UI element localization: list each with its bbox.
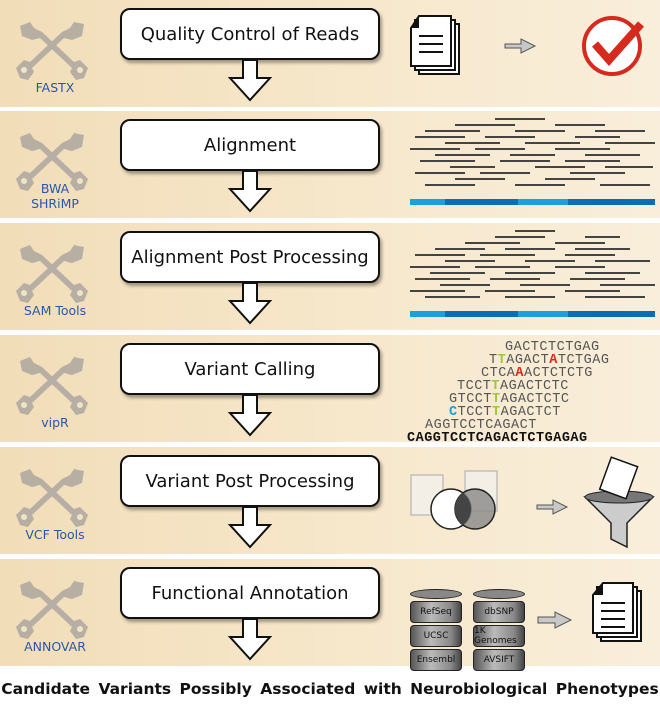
step-box: Functional Annotation: [120, 567, 380, 619]
tool-name: vipR: [41, 415, 69, 430]
reference-bar: [410, 199, 445, 205]
step-illustration: [405, 0, 660, 107]
tool-label: vipR: [0, 415, 110, 430]
right-arrow-icon: [504, 38, 537, 54]
wrench-icon: [12, 349, 92, 419]
document-stack-icon: [410, 15, 460, 75]
down-arrow-icon: [220, 282, 280, 325]
down-arrow-icon: [220, 59, 280, 102]
right-arrow-icon: [537, 611, 573, 629]
tool-label: SAM Tools: [0, 303, 110, 318]
result-caption: Candidate Variants Possibly Associated w…: [1, 679, 659, 698]
step-illustration: [405, 111, 660, 218]
step-box: Alignment: [120, 119, 380, 171]
step-box: Variant Post Processing: [120, 455, 380, 507]
aligned-read: CTCAAACTCTCTG: [481, 366, 593, 381]
aligned-read: TTAGACTATCTGAG: [489, 353, 610, 368]
database-name: dbSNP: [473, 601, 525, 623]
aligned-read: TCCTTAGACTCTC: [457, 379, 569, 394]
tool-name: SAM Tools: [23, 303, 87, 318]
database-name: 1K Genomes: [473, 625, 525, 647]
aligned-read: GTCCTTAGACTCTC: [449, 392, 570, 407]
wrench-icon: [12, 125, 92, 195]
pipeline-step-3: SAM Tools Alignment Post Processing: [0, 223, 660, 330]
tool-name: ANNOVAR: [24, 639, 86, 654]
wrench-icon: [12, 461, 92, 531]
venn-diagram-icon: [410, 470, 498, 530]
tool-name: SHRiMP: [31, 196, 79, 211]
filter-funnel-icon: [583, 456, 655, 549]
down-arrow-icon: [220, 618, 280, 661]
aligned-read: GACTCTCTGAG: [505, 340, 600, 355]
step-box: Alignment Post Processing: [120, 231, 380, 283]
right-arrow-icon: [536, 499, 569, 515]
down-arrow-icon: [220, 394, 280, 437]
tool-label: VCF Tools: [0, 527, 110, 542]
reference-sequence: CAGGTCCTCAGACTCTGAGAG: [407, 431, 588, 446]
step-box: Variant Calling: [120, 343, 380, 395]
wrench-icon: [12, 237, 92, 307]
wrench-icon: [12, 14, 92, 84]
tool-name: FASTX: [35, 80, 75, 95]
database-name: UCSC: [410, 625, 462, 647]
down-arrow-icon: [220, 506, 280, 549]
tool-name: BWA: [40, 181, 70, 196]
step-illustration: [405, 447, 660, 554]
pipeline-step-5: VCF Tools Variant Post Processing: [0, 447, 660, 554]
step-box: Quality Control of Reads: [120, 8, 380, 60]
database-name: AVSIFT: [473, 649, 525, 671]
down-arrow-icon: [220, 170, 280, 213]
aligned-read: CTCCTTAGACTCT: [449, 405, 561, 420]
database-name: RefSeq: [410, 601, 462, 623]
wrench-icon: [12, 573, 92, 643]
checkmark-icon: [582, 16, 644, 76]
reference-bar: [410, 311, 445, 317]
database-name: Ensembl: [410, 649, 462, 671]
pipeline-step-1: FASTX Quality Control of Reads: [0, 0, 660, 107]
aligned-read: AGGTCCTCAGACT: [425, 418, 537, 433]
tool-name: VCF Tools: [25, 527, 85, 542]
step-illustration: [405, 223, 660, 330]
tool-label: FASTX: [0, 80, 110, 95]
document-stack-icon: [592, 582, 642, 642]
tool-label: ANNOVAR: [0, 639, 110, 654]
